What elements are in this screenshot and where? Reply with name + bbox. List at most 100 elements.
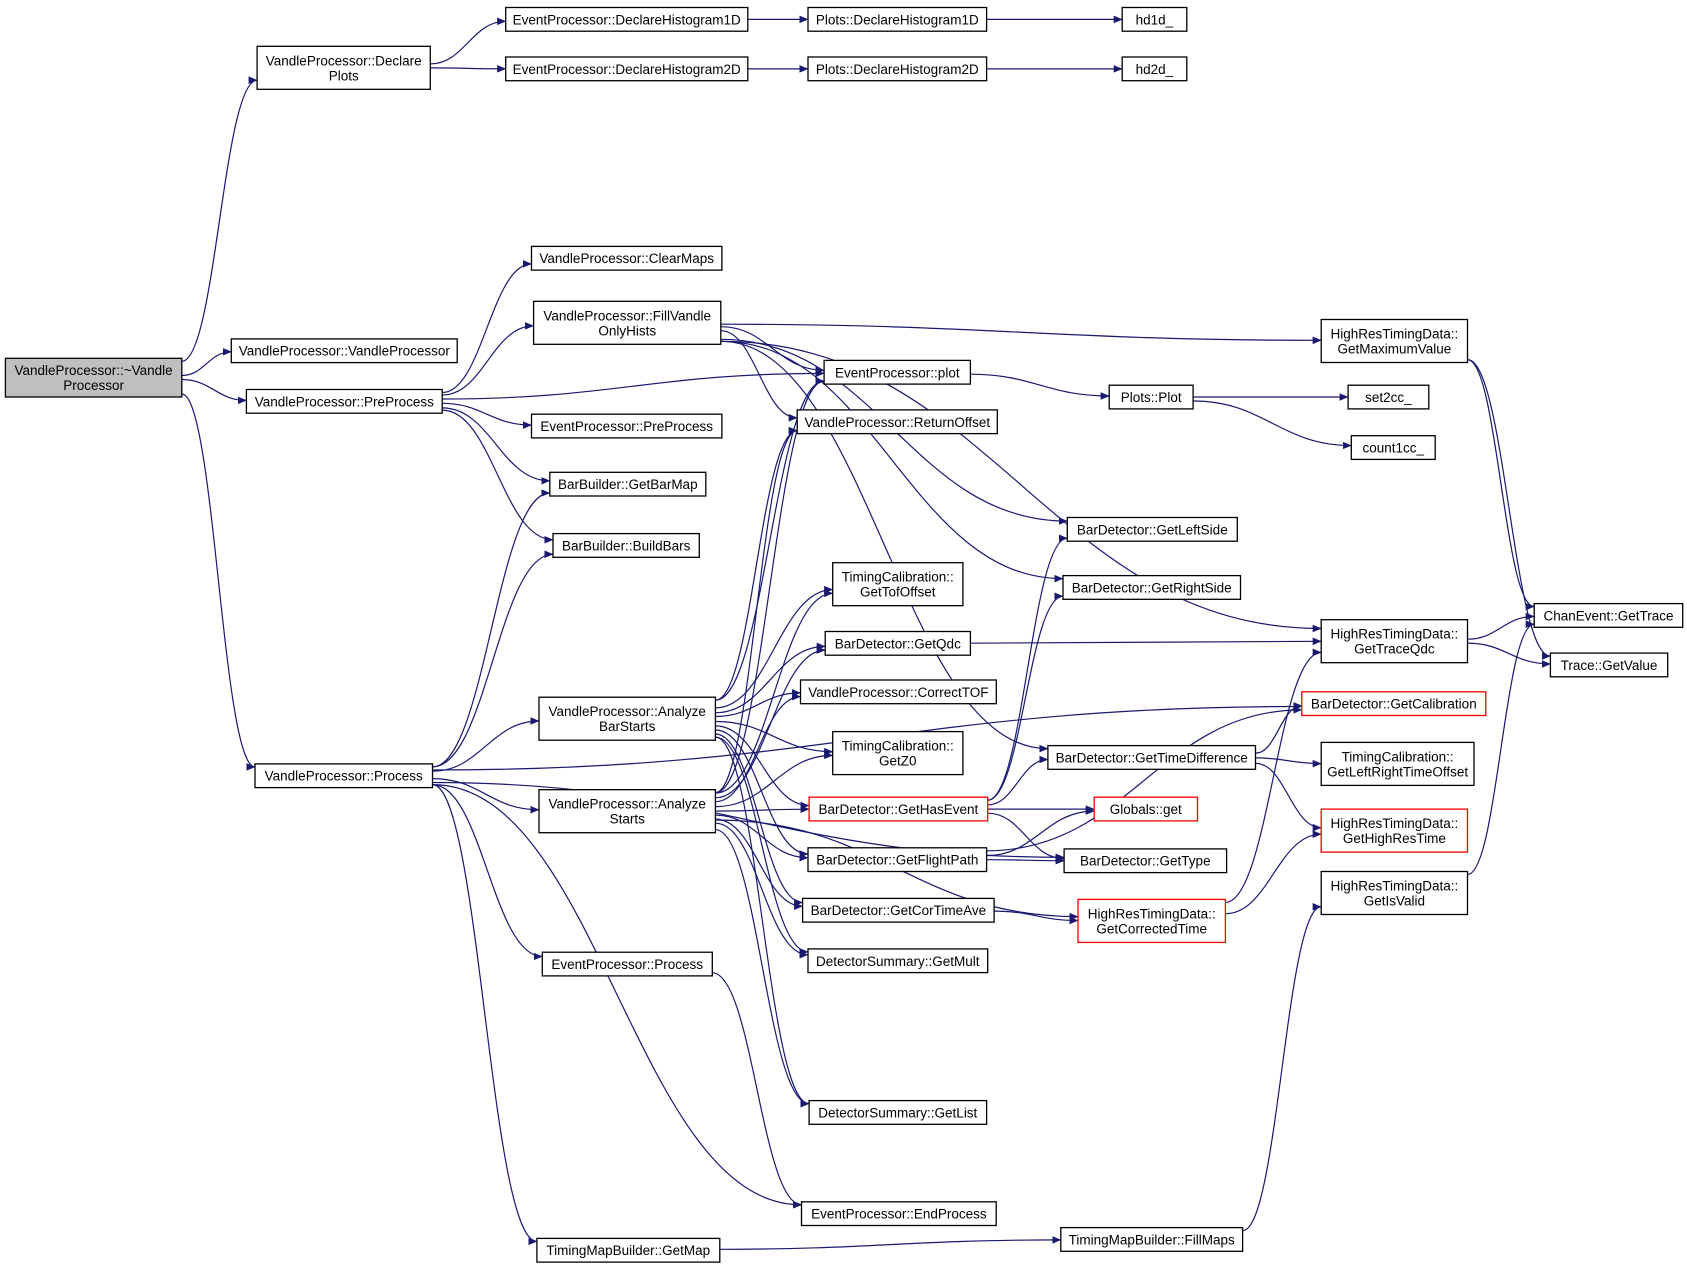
node-epProcess[interactable]: EventProcessor::Process [541, 951, 713, 977]
node-chanGetTrace-box [1533, 602, 1684, 628]
node-getBarMap[interactable]: BarBuilder::GetBarMap [549, 471, 707, 497]
node-vandleCtor[interactable]: VandleProcessor::VandleProcessor [230, 338, 458, 364]
node-getList[interactable]: DetectorSummary::GetList [808, 1099, 988, 1125]
node-plDeclH1[interactable]: Plots::DeclareHistogram1D [807, 6, 988, 32]
node-root[interactable]: VandleProcessor::~VandleProcessor [4, 357, 183, 398]
node-getRightSide-label-0: BarDetector::GetRightSide [1072, 580, 1232, 595]
node-getLRTimeOffset-label-0: TimingCalibration:: [1342, 749, 1454, 764]
node-epDeclH2[interactable]: EventProcessor::DeclareHistogram2D [505, 56, 749, 82]
edge-analyzeBar-to-getTofOffset [715, 585, 834, 709]
node-count1cc[interactable]: count1cc_ [1350, 435, 1436, 461]
node-buildBars-box [552, 532, 700, 558]
node-getHighResTime[interactable]: HighResTimingData::GetHighResTime [1320, 808, 1469, 853]
edge-analyzeStarts-to-getHasEvent [715, 805, 810, 813]
node-epDeclH2-box [505, 56, 749, 82]
node-vpProcess-label-0: VandleProcessor::Process [265, 769, 423, 784]
node-epDeclH1[interactable]: EventProcessor::DeclareHistogram1D [505, 6, 749, 32]
node-getMaxValue[interactable]: HighResTimingData::GetMaximumValue [1320, 318, 1469, 364]
node-getLRTimeOffset-box [1320, 741, 1475, 787]
node-epDeclH2-label-0: EventProcessor::DeclareHistogram2D [513, 62, 741, 77]
node-getCorTimeAve-box [801, 897, 995, 923]
node-plDeclH2[interactable]: Plots::DeclareHistogram2D [807, 56, 988, 82]
node-globalsGet[interactable]: Globals::get [1093, 796, 1199, 822]
edge-analyzeBar-to-getList [715, 736, 810, 1108]
node-getMult-box [807, 948, 989, 974]
node-endProcess[interactable]: EventProcessor::EndProcess [800, 1201, 997, 1227]
node-getIsValid-box [1320, 870, 1469, 916]
node-plotsPlot-box [1108, 384, 1194, 410]
edge-getTraceQdc-to-chanGetTrace [1467, 612, 1535, 640]
node-getIsValid-label-1: GetIsValid [1364, 894, 1425, 909]
edge-analyzeStarts-to-getList [715, 829, 810, 1108]
node-getRightSide[interactable]: BarDetector::GetRightSide [1062, 574, 1242, 600]
node-getMap-box [536, 1237, 721, 1263]
node-epPreProcess[interactable]: EventProcessor::PreProcess [530, 413, 723, 439]
node-clearMaps[interactable]: VandleProcessor::ClearMaps [530, 245, 723, 271]
edge-getMap-to-fillMaps [719, 1236, 1062, 1250]
node-traceGetValue[interactable]: Trace::GetValue [1549, 652, 1669, 678]
node-returnOffset[interactable]: VandleProcessor::ReturnOffset [796, 409, 998, 435]
node-set2cc[interactable]: set2cc_ [1347, 384, 1430, 410]
node-getZ0-label-1: GetZ0 [879, 754, 917, 769]
edge-fillVandle-to-getTraceQdc [720, 340, 1322, 633]
node-getCorrectedTime-label-1: GetCorrectedTime [1096, 922, 1207, 937]
node-count1cc-label-0: count1cc_ [1363, 441, 1425, 456]
node-count1cc-box [1350, 435, 1436, 461]
node-getCorrectedTime[interactable]: HighResTimingData::GetCorrectedTime [1077, 898, 1227, 944]
node-getHasEvent-label-0: BarDetector::GetHasEvent [818, 802, 978, 817]
node-getType[interactable]: BarDetector::GetType [1063, 848, 1228, 874]
node-plDeclH2-box [807, 56, 988, 82]
node-correctTOF[interactable]: VandleProcessor::CorrectTOF [799, 679, 997, 705]
node-getTimeDiff[interactable]: BarDetector::GetTimeDifference [1047, 744, 1257, 770]
node-getFlightPath[interactable]: BarDetector::GetFlightPath [807, 847, 988, 873]
edge-vpProcess-to-getMap [432, 784, 538, 1246]
edge-getHasEvent-to-getTimeDiff [987, 755, 1049, 806]
node-fillVandle-label-0: VandleProcessor::FillVandle [543, 308, 711, 323]
node-getQdc[interactable]: BarDetector::GetQdc [824, 630, 972, 656]
node-plotsPlot[interactable]: Plots::Plot [1108, 384, 1194, 410]
node-getMult[interactable]: DetectorSummary::GetMult [807, 948, 989, 974]
node-chanGetTrace[interactable]: ChanEvent::GetTrace [1533, 602, 1684, 628]
edge-analyzeStarts-to-getZ0 [715, 751, 834, 808]
edge-analyzeBar-to-epPlot [715, 377, 825, 701]
node-getLRTimeOffset[interactable]: TimingCalibration::GetLeftRightTimeOffse… [1320, 741, 1475, 787]
node-getCorrectedTime-label-0: HighResTimingData:: [1088, 907, 1216, 922]
edge-getCorrectedTime-to-getHighResTime [1225, 830, 1322, 915]
node-fillMaps-label-0: TimingMapBuilder::FillMaps [1069, 1232, 1235, 1247]
node-analyzeStarts-box [538, 789, 717, 834]
edge-getHasEvent-to-getType [987, 812, 1065, 863]
node-getTraceQdc[interactable]: HighResTimingData::GetTraceQdc [1320, 619, 1469, 664]
node-getTofOffset[interactable]: TimingCalibration::GetTofOffset [832, 562, 964, 607]
node-hd1d[interactable]: hd1d_ [1121, 6, 1188, 32]
node-getMap[interactable]: TimingMapBuilder::GetMap [536, 1237, 721, 1263]
node-getMaxValue-label-0: HighResTimingData:: [1331, 327, 1459, 342]
node-getIsValid[interactable]: HighResTimingData::GetIsValid [1320, 870, 1469, 916]
node-getTofOffset-box [832, 562, 964, 607]
node-getLeftSide-label-0: BarDetector::GetLeftSide [1077, 522, 1228, 537]
node-hd1d-box [1121, 6, 1188, 32]
node-getQdc-box [824, 630, 972, 656]
node-vpProcess[interactable]: VandleProcessor::Process [254, 763, 434, 789]
node-getCalibration[interactable]: BarDetector::GetCalibration [1301, 691, 1487, 717]
node-getZ0[interactable]: TimingCalibration::GetZ0 [832, 730, 964, 776]
edge-analyzeBar-to-getMult [715, 736, 809, 956]
node-getCorTimeAve[interactable]: BarDetector::GetCorTimeAve [801, 897, 995, 923]
node-fillMaps[interactable]: TimingMapBuilder::FillMaps [1060, 1226, 1244, 1252]
edge-getTraceQdc-to-traceGetValue [1467, 642, 1551, 668]
node-getLeftSide[interactable]: BarDetector::GetLeftSide [1066, 516, 1238, 542]
node-epPlot[interactable]: EventProcessor::plot [823, 359, 972, 385]
node-analyzeBar-label-1: BarStarts [599, 719, 656, 734]
node-getHasEvent[interactable]: BarDetector::GetHasEvent [808, 796, 989, 822]
edge-fillVandle-to-getRightSide [720, 340, 1064, 583]
edge-fillVandle-to-getMaxValue [720, 323, 1322, 345]
node-buildBars[interactable]: BarBuilder::BuildBars [552, 532, 700, 558]
node-vpPreProcess[interactable]: VandleProcessor::PreProcess [245, 388, 443, 414]
node-set2cc-label-0: set2cc_ [1365, 390, 1412, 405]
node-root-label-1: Processor [63, 378, 124, 393]
node-hd2d[interactable]: hd2d_ [1121, 56, 1188, 82]
node-getTimeDiff-box [1047, 744, 1257, 770]
